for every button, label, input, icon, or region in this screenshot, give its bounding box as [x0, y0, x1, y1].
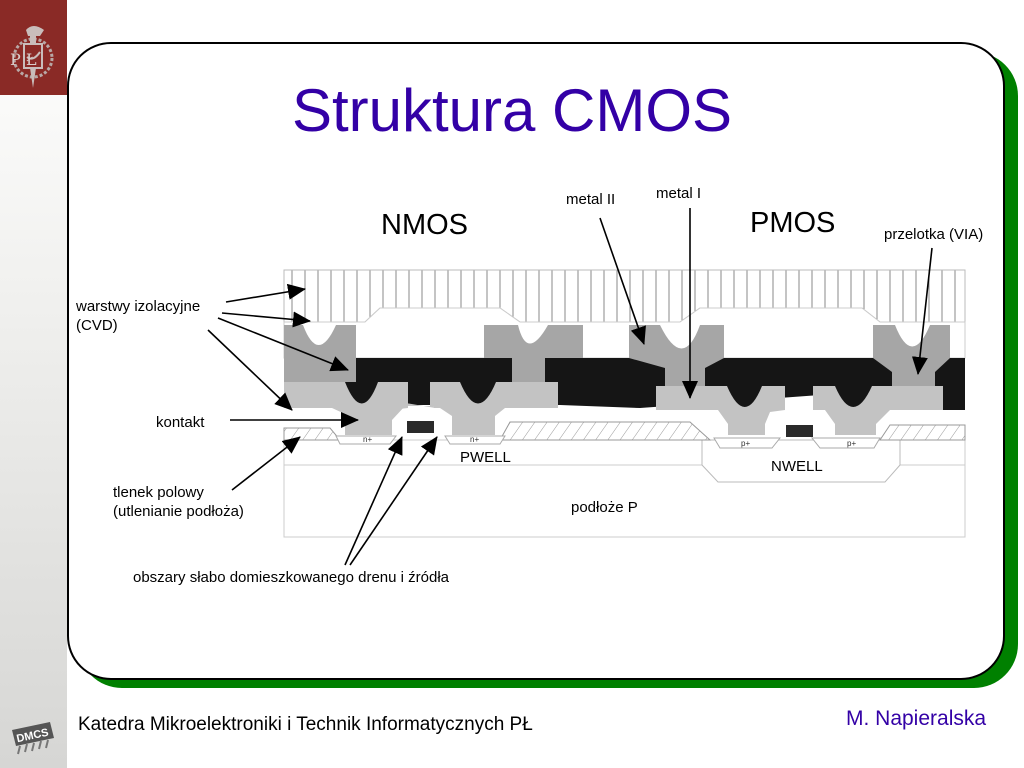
university-logo: P Ł	[0, 0, 67, 95]
chip-icon: DMCS	[12, 722, 54, 755]
n-plus-drain	[444, 435, 506, 445]
metal2-pmos	[629, 325, 724, 386]
contact-label: kontakt	[156, 414, 205, 431]
field-oxide-sublabel: (utlenianie podłoża)	[113, 503, 244, 520]
footer-author: M. Napieralska	[846, 707, 987, 730]
substrate-label: podłoże P	[571, 499, 638, 516]
n-plus-label: n+	[470, 435, 479, 444]
nmos-heading: NMOS	[381, 209, 468, 241]
field-oxide-left	[283, 427, 342, 441]
pmos-heading: PMOS	[750, 207, 836, 239]
arrow-insulator-3	[217, 317, 349, 372]
field-oxide-center	[499, 421, 712, 441]
metal1-nmos-b	[434, 382, 558, 435]
pmos-gate	[786, 425, 813, 437]
via-label: przelotka (VIA)	[884, 226, 984, 243]
n-plus-label: n+	[363, 435, 372, 444]
arrow-via	[911, 247, 933, 375]
nwell-label: NWELL	[771, 458, 823, 475]
metal1-nmos-a	[284, 382, 408, 435]
sidebar-background	[0, 0, 67, 768]
field-oxide-right	[879, 424, 966, 441]
metal1-label: metal I	[656, 185, 702, 202]
p-plus-drain	[810, 437, 881, 449]
metal2-via	[873, 325, 950, 386]
arrow-ldd-1	[344, 436, 403, 566]
pwell-label: PWELL	[460, 449, 511, 466]
metal2-label: metal II	[566, 191, 616, 208]
arrow-metal2	[599, 217, 646, 345]
p-plus-source	[713, 437, 782, 449]
crest-icon: P Ł	[10, 26, 54, 88]
dmcs-logo: DMCS	[8, 716, 56, 756]
slide-title: Struktura CMOS	[291, 77, 733, 144]
arrow-insulator-2	[221, 311, 311, 328]
arrow-field-oxide	[231, 436, 301, 491]
arrow-insulator-1	[225, 283, 306, 303]
footer-department: Katedra Mikroelektroniki i Technik Infor…	[78, 714, 533, 735]
nmos-gate	[407, 421, 434, 433]
arrow-ldd-2	[349, 436, 438, 566]
p-plus-label: p+	[847, 439, 856, 448]
svg-text:P Ł: P Ł	[10, 50, 37, 69]
ldd-label: obszary słabo domieszkowanego drenu i źr…	[133, 569, 450, 586]
insulating-layers-label: warstwy izolacyjne	[76, 298, 201, 315]
insulating-layers-sublabel: (CVD)	[76, 317, 118, 334]
arrow-insulator-4	[207, 329, 293, 411]
metal2-center	[484, 325, 583, 382]
field-oxide-label: tlenek polowy	[113, 484, 204, 501]
p-plus-label: p+	[741, 439, 750, 448]
